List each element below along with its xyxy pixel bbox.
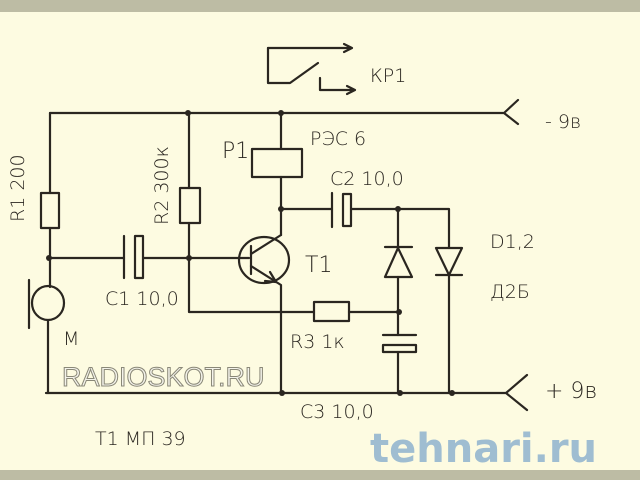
watermark-tehnari: tehnari.ru — [370, 426, 597, 472]
capacitor-c1 — [122, 234, 145, 280]
junction — [186, 255, 192, 261]
transistor-label: Т1 — [305, 253, 332, 278]
transistor-type-label: Т1 МП 39 — [95, 428, 186, 450]
resistor-r1 — [39, 191, 61, 230]
mic-label: М — [63, 328, 79, 350]
bottom-band — [0, 470, 640, 480]
negative-rail — [48, 98, 520, 126]
junction — [397, 390, 403, 396]
microphone-symbol — [27, 278, 66, 330]
r1-label: R1 200 — [7, 154, 29, 222]
c3-label: С3 10,0 — [300, 401, 374, 423]
relay-label: Р1 — [222, 139, 249, 164]
positive-rail — [44, 373, 529, 412]
diodes-label: D1,2 — [490, 231, 535, 253]
resistor-r3 — [312, 300, 351, 323]
relay-contact-symbol — [266, 42, 357, 96]
junction — [449, 390, 455, 396]
relay-type-label: РЭС 6 — [310, 128, 366, 150]
top-band — [0, 0, 640, 12]
diode-d2 — [434, 246, 464, 277]
r3-label: R3 1к — [290, 331, 345, 353]
diode-type-label: Д2Б — [490, 281, 530, 303]
diode-d1 — [383, 245, 414, 279]
relay-coil-p1 — [250, 147, 304, 179]
junction — [396, 309, 402, 315]
capacitor-c3 — [381, 333, 418, 354]
watermark-radioskot: RADIOSKOT.RU — [62, 362, 265, 392]
resistor-r2 — [178, 186, 202, 225]
junction — [279, 390, 285, 396]
transistor-t1 — [237, 233, 291, 395]
negative-terminal-label: - 9в — [545, 111, 581, 133]
c2-label: С2 10,0 — [330, 168, 404, 190]
capacitor-c2 — [330, 191, 353, 229]
r2-label: R2 300к — [151, 146, 173, 225]
relay-contact-label: КР1 — [370, 65, 406, 87]
c1-label: С1 10,0 — [105, 288, 179, 310]
positive-terminal-label: + 9в — [545, 379, 597, 404]
